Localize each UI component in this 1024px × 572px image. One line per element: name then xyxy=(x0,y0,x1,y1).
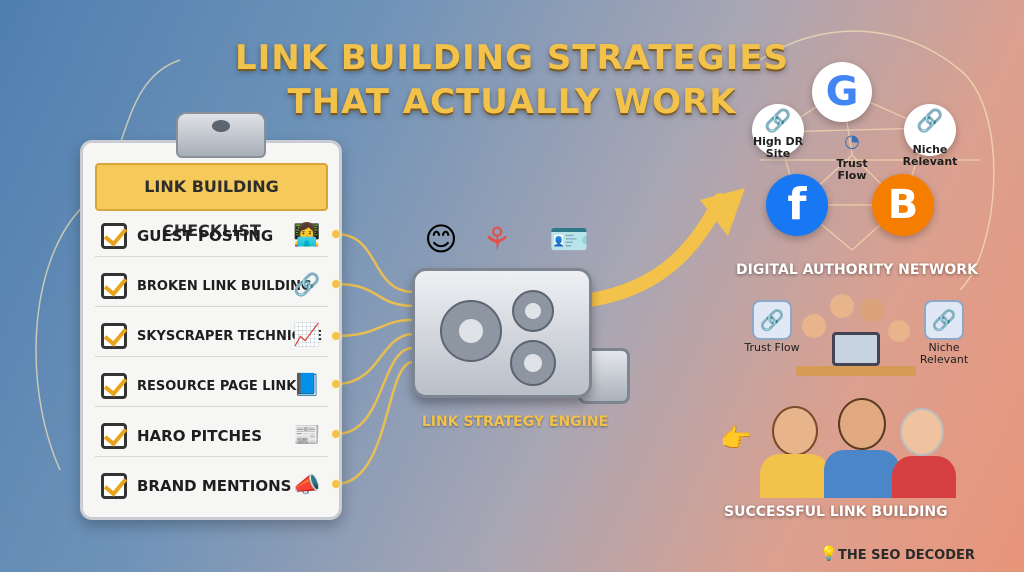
blogger-icon: B xyxy=(872,174,934,236)
success-label: SUCCESSFUL LINK BUILDING xyxy=(724,504,948,520)
growth-chart-icon: 📈 xyxy=(293,323,321,348)
megaphone-icon: 📣 xyxy=(293,473,321,498)
chain-link-icon: 🔗 xyxy=(904,104,956,156)
network-label: DIGITAL AUTHORITY NETWORK xyxy=(736,262,978,278)
share-icon: ⚘ xyxy=(482,220,512,258)
successful-team-illustration: 👉 xyxy=(720,394,960,498)
chain-link-icon: 🔗 xyxy=(924,300,964,340)
checkbox-checked-icon xyxy=(101,423,127,449)
smiley-icon: 😊 xyxy=(424,220,458,258)
node-label: Trust Flow xyxy=(836,157,868,182)
gears-icon xyxy=(440,290,556,386)
lightbulb-icon: 💡 xyxy=(820,546,838,562)
clipboard-clip xyxy=(176,112,266,158)
chain-link-icon: 🔗 xyxy=(752,300,792,340)
checklist-item-label: BRAND MENTIONS xyxy=(137,477,292,495)
connector-dot xyxy=(332,480,340,488)
google-icon: G xyxy=(812,62,872,122)
checklist-item: GUEST POSTING 👩‍💻 xyxy=(95,217,328,257)
node-label: High DR Site xyxy=(752,135,804,160)
engine-label: LINK STRATEGY ENGINE xyxy=(421,414,609,430)
checklist-item-label: RESOURCE PAGE LINKS xyxy=(137,379,306,394)
checklist-item: RESOURCE PAGE LINKS 📘 xyxy=(95,367,328,407)
connector-dot xyxy=(332,430,340,438)
checklist-clipboard: LINK BUILDING CHECKLIST GUEST POSTING 👩‍… xyxy=(80,140,342,520)
node-label: Niche Relevant xyxy=(902,143,958,168)
badge-label: Niche Relevant xyxy=(919,341,969,366)
team-at-computer-illustration xyxy=(796,294,916,380)
checklist-item-label: SKYSCRAPER TECHNIQUE xyxy=(137,329,323,344)
checklist-item: BRAND MENTIONS 📣 xyxy=(95,467,328,507)
chain-link-icon: 🔗 xyxy=(752,104,804,156)
facebook-icon: f xyxy=(766,174,828,236)
link-strategy-engine xyxy=(412,268,592,398)
person-laptop-icon: 👩‍💻 xyxy=(293,223,321,248)
badge-label: Trust Flow xyxy=(744,341,800,354)
checklist-item: BROKEN LINK BUILDING 🔗 xyxy=(95,267,328,307)
checkbox-checked-icon xyxy=(101,273,127,299)
book-icon: 📘 xyxy=(293,373,321,398)
checkbox-checked-icon xyxy=(101,473,127,499)
checklist-item: HARO PITCHES 📰 xyxy=(95,417,328,457)
connector-dot xyxy=(332,380,340,388)
checkbox-checked-icon xyxy=(101,373,127,399)
checklist-item-label: HARO PITCHES xyxy=(137,427,263,445)
checkbox-checked-icon xyxy=(101,323,127,349)
title-line-2: THAT ACTUALLY WORK xyxy=(287,82,737,122)
checklist-item-label: GUEST POSTING xyxy=(137,227,274,245)
checkbox-checked-icon xyxy=(101,223,127,249)
checklist-item: SKYSCRAPER TECHNIQUE 📈 xyxy=(95,317,328,357)
connector-dot xyxy=(332,332,340,340)
broken-chain-icon: 🔗 xyxy=(293,273,321,298)
brand-name: THE SEO DECODER xyxy=(838,548,975,563)
id-card-icon: 🪪 xyxy=(549,220,589,258)
title-line-1: LINK BUILDING STRATEGIES xyxy=(234,38,790,78)
gauge-icon: ◔ xyxy=(844,131,860,152)
newspaper-icon: 📰 xyxy=(293,423,321,448)
connector-dot xyxy=(332,280,340,288)
connector-dot xyxy=(332,230,340,238)
computer-monitor-icon xyxy=(832,332,880,366)
checklist-item-label: BROKEN LINK BUILDING xyxy=(137,279,312,294)
checklist-heading: LINK BUILDING CHECKLIST xyxy=(95,163,328,240)
